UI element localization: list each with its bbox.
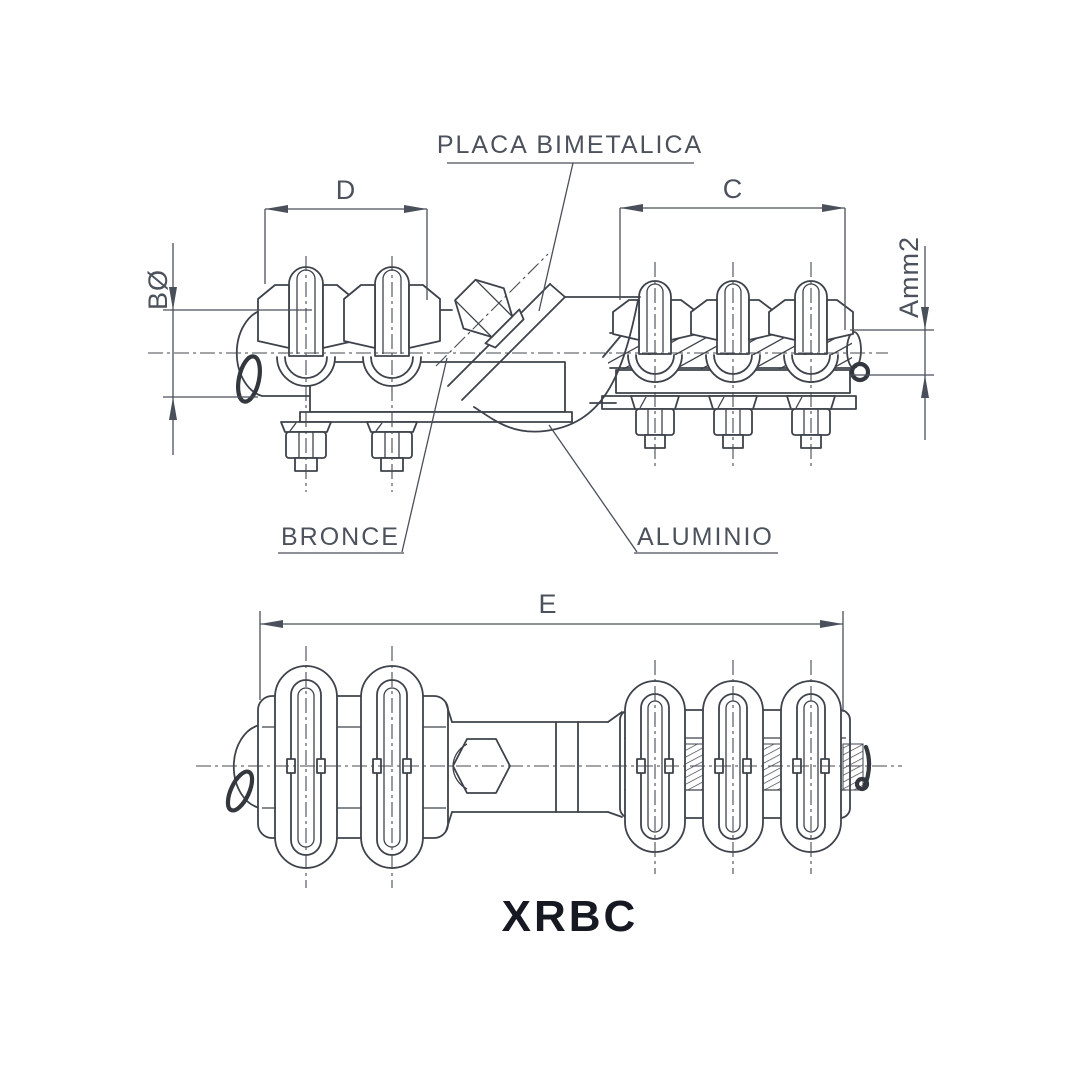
side-view: [148, 253, 888, 492]
dimension-d: D: [264, 175, 428, 300]
plan-cable-loop: [225, 769, 255, 813]
bronze-leader-line: [401, 357, 448, 553]
aluminum-lug-curve: [473, 299, 639, 433]
cable-end-curl: [849, 361, 871, 383]
dim-label-c: C: [723, 174, 744, 204]
plan-view: [196, 646, 902, 888]
plan-cable-end-curl: [854, 776, 870, 792]
dim-label-a: Amm2: [894, 236, 924, 318]
plan-neck: [445, 702, 609, 832]
bronze-label: BRONCE: [281, 523, 400, 551]
joint-bolt: [454, 278, 525, 349]
bimetallic-joint: [447, 278, 641, 433]
dim-label-e: E: [538, 589, 557, 619]
dimension-b-diameter: BØ: [143, 243, 312, 455]
bronze-flange: [299, 411, 573, 423]
callout-plate: PLACA BIMETALICA: [437, 131, 703, 312]
aluminum-leader-line: [548, 424, 638, 553]
part-code: XRBC: [502, 892, 639, 941]
bronze-cable-loop: [236, 354, 262, 404]
callout-bronze: BRONCE: [278, 357, 448, 554]
dimension-a-area: Amm2: [850, 236, 934, 440]
plate-label: PLACA BIMETALICA: [437, 131, 703, 159]
plan-view-centerlines: [196, 646, 902, 888]
plan-cable-end-strands: [842, 743, 864, 791]
dim-label-d: D: [336, 175, 357, 205]
plan-cable-strands-1: [684, 743, 704, 791]
dimension-e: E: [259, 589, 844, 712]
bronze-body: [309, 361, 566, 413]
plate-edge-lower: [461, 296, 566, 401]
aluminum-label: ALUMINIO: [637, 523, 774, 551]
dimension-c: C: [619, 174, 846, 330]
plan-cable-strands-2: [762, 743, 782, 791]
plate-leader-line: [538, 162, 574, 312]
side-view-centerlines: [148, 253, 888, 492]
dim-label-b: BØ: [143, 269, 173, 310]
callout-aluminum: ALUMINIO: [548, 424, 778, 554]
